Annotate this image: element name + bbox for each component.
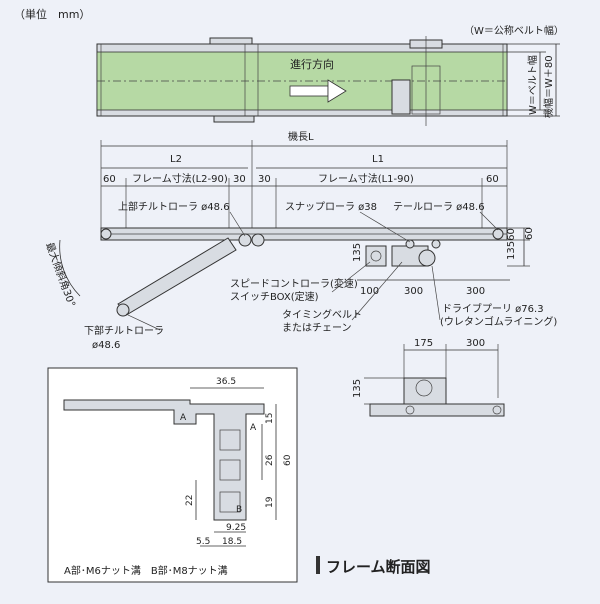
max-angle-label: 最大傾斜角30°	[43, 241, 78, 309]
section-dim-26: 26	[265, 454, 275, 466]
belt-width-label: W＝ベルト幅	[526, 55, 539, 115]
tilt-roller-lower	[116, 303, 130, 317]
section-caption: A部･M6ナット溝 B部･M8ナット溝	[64, 564, 228, 577]
switch-box-label: スイッチBOX(定速)	[230, 290, 319, 303]
inclined-section	[117, 237, 237, 315]
detail-dim-300: 300	[466, 338, 485, 349]
section-dim-60: 60	[283, 454, 293, 466]
lower-tilt-roller-label: 下部チルトローラ	[84, 324, 164, 337]
section-dim-55: 5.5	[196, 537, 210, 547]
l2-label: L2	[170, 154, 182, 165]
machine-width-label: 機幅＝W＋80	[542, 55, 555, 118]
or-chain-label: またはチェーン	[282, 322, 352, 334]
section-dim-15: 15	[265, 413, 275, 424]
section-dim-22: 22	[185, 495, 195, 506]
direction-label: 進行方向	[290, 57, 334, 71]
section-title: フレーム断面図	[326, 558, 431, 576]
unit-label: （単位 mm）	[14, 7, 90, 21]
switch-box	[365, 245, 387, 267]
drive-pulley	[418, 249, 436, 267]
dim-300: 300	[404, 286, 423, 297]
frame-l2-label: フレーム寸法(L2-90)	[132, 172, 228, 185]
dim-30-right: 30	[258, 174, 271, 185]
callouts: 上部チルトローラ ø48.6 スナップローラ ø38 テールローラ ø48.6 …	[84, 200, 557, 351]
frame-l1-label: フレーム寸法(L1-90)	[318, 172, 414, 185]
machine-length-label: 機長L	[288, 130, 314, 143]
section-a1: A	[180, 413, 187, 423]
frame-profile	[63, 399, 265, 521]
section-dim-925: 9.25	[226, 523, 246, 533]
frame-section-panel: A A B 36.5 15 26 60 19 22 9.25 5.5 18.5 …	[47, 367, 298, 583]
section-dim-185: 18.5	[222, 537, 242, 547]
dim-135-side: 135	[352, 243, 363, 262]
speed-controller-label: スピードコントローラ(変速)	[230, 277, 358, 290]
dim-300-right: 300	[466, 286, 485, 297]
top-plan-view: 進行方向 W＝ベルト幅 機幅＝W＋80	[96, 36, 560, 126]
title-bar-mark	[316, 556, 320, 574]
detail-dim-135: 135	[352, 379, 363, 398]
dim-100: 100	[360, 286, 379, 297]
tail-roller-label: テールローラ ø48.6	[393, 201, 485, 213]
tilt-roller-upper	[100, 228, 112, 240]
section-dim-365: 36.5	[216, 377, 236, 387]
drive-pulley-label: ドライブプーリ ø76.3	[442, 302, 544, 315]
urethane-lining-label: (ウレタンゴムライニング)	[440, 315, 557, 328]
dim-13560: 13560	[506, 228, 517, 260]
detail-dim-175: 175	[414, 338, 433, 349]
tail-roller	[492, 228, 504, 240]
side-view: 最大傾斜角30° 13560 60 135 100 300 300	[43, 227, 535, 317]
dim-30-left: 30	[233, 174, 246, 185]
lower-tilt-roller-diameter: ø48.6	[92, 340, 120, 351]
belt-width-note: （W＝公称ベルト幅）	[464, 24, 564, 37]
section-b: B	[236, 505, 242, 515]
l1-label: L1	[372, 154, 384, 165]
snap-roller	[405, 239, 415, 249]
section-a2: A	[250, 423, 257, 433]
length-dimensions: 機長L L2 L1 60 フレーム寸法(L2-90) 30 30 フレーム寸法(…	[100, 130, 508, 228]
snap-roller-label: スナップローラ ø38	[285, 201, 377, 213]
timing-belt-label: タイミングベルト	[282, 308, 362, 321]
direction-arrow-icon	[289, 79, 347, 103]
dim-60-left: 60	[103, 174, 116, 185]
section-dim-19: 19	[265, 496, 275, 508]
upper-tilt-roller-label: 上部チルトローラ ø48.6	[118, 200, 230, 213]
dim-60-right: 60	[486, 174, 499, 185]
drive-detail-view: 175 300 135	[352, 338, 505, 417]
dim-60-side: 60	[524, 227, 535, 240]
